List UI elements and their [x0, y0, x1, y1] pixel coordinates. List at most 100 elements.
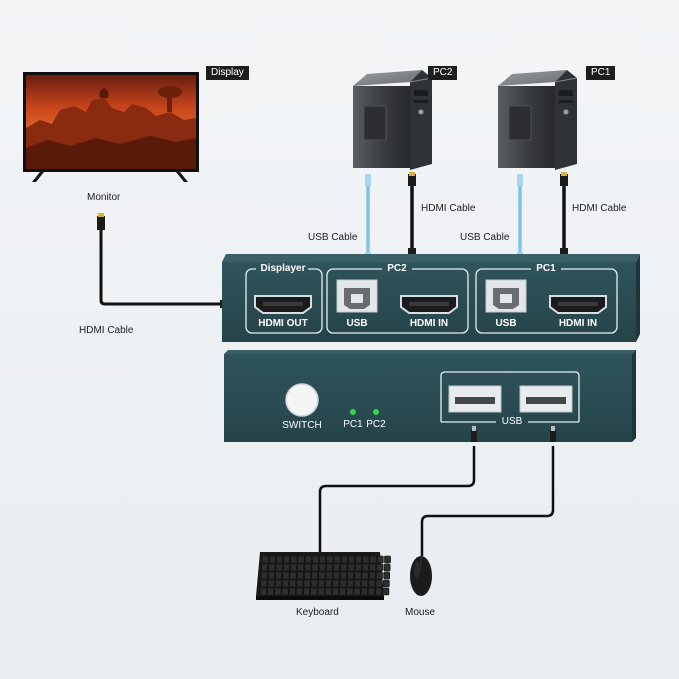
keyboard-cable: [318, 446, 476, 552]
keyboard-key: [348, 555, 355, 564]
usb-a-port-left[interactable]: [448, 385, 502, 413]
led-pc1-label: PC1: [343, 419, 363, 430]
keyboard-key: [333, 563, 341, 572]
keyboard-key: [369, 563, 377, 572]
pc1-tag: PC1: [586, 66, 616, 80]
keyboard-key: [310, 587, 318, 596]
pc1-hdmi-in-label: HDMI IN: [558, 318, 598, 329]
keyboard-key: [296, 579, 304, 588]
usb-a-port-right[interactable]: [519, 385, 573, 413]
keyboard-key: [275, 563, 283, 572]
keyboard-key: [317, 587, 325, 596]
pc2-hdmi-in-port[interactable]: [400, 295, 458, 314]
keyboard-key: [267, 579, 275, 588]
pc1-usb-b-port[interactable]: [485, 279, 527, 313]
keyboard-key: [368, 571, 376, 580]
led-pc2-label: PC2: [366, 419, 386, 430]
keyboard-key: [375, 587, 383, 596]
pc1-hdmi-in-port[interactable]: [549, 295, 607, 314]
keyboard-key: [304, 563, 312, 572]
keyboard-key: [275, 571, 283, 580]
rock-cap: [158, 86, 182, 98]
hdmi-cable-pc1-label: HDMI Cable: [572, 203, 627, 214]
usb-cable-pc1-label: USB Cable: [460, 232, 510, 243]
keyboard-key: [288, 587, 296, 596]
keyboard-key: [304, 555, 312, 564]
monitor-hdmi-cable: [99, 228, 222, 306]
switch-button[interactable]: [285, 383, 319, 417]
keyboard-key: [290, 563, 297, 572]
monitor-leg-right: [176, 172, 188, 182]
keyboard-key: [268, 571, 275, 580]
keyboard-key: [354, 563, 362, 572]
pc2-led: [373, 409, 379, 415]
pc2-group-label: PC2: [387, 263, 407, 274]
hdmi-out-port[interactable]: [254, 295, 312, 314]
keyboard-key: [346, 579, 354, 588]
keyboard-key: [369, 555, 377, 564]
kvm-back-panel: [222, 254, 640, 342]
pc2-tower-illustration: [353, 70, 433, 170]
keyboard-key: [354, 571, 362, 580]
keyboard-key: [325, 571, 333, 580]
keyboard-key: [311, 571, 319, 580]
keyboard-key: [376, 563, 384, 572]
keyboard-key: [332, 587, 339, 596]
keyboard-key: [375, 579, 383, 588]
keyboard-key: [332, 579, 340, 588]
keyboard-key: [382, 587, 390, 596]
front-usb-label: USB: [501, 416, 523, 427]
pc2-usb-b-port[interactable]: [336, 279, 378, 313]
keyboard-key: [347, 571, 355, 580]
keyboard-key: [297, 563, 305, 572]
keyboard-key: [303, 579, 311, 588]
hdmi-cable-pc2-label: HDMI Cable: [421, 203, 476, 214]
keyboard-key: [324, 587, 332, 596]
keyboard-key: [362, 563, 369, 572]
pc2-hdmi-in-label: HDMI IN: [409, 318, 449, 329]
keyboard-key: [267, 587, 275, 596]
pc1-led: [350, 409, 356, 415]
keyboard-key: [319, 555, 327, 564]
keyboard-key: [333, 555, 341, 564]
monitor-illustration: [23, 72, 199, 182]
keyboard-key: [296, 587, 303, 596]
keyboard-key: [326, 563, 333, 572]
monitor-hdmi-plug: [97, 216, 105, 230]
display-tag: Display: [206, 66, 249, 80]
hdmi-out-label: HDMI OUT: [258, 318, 308, 329]
keyboard-key: [353, 587, 361, 596]
rock-foreground: [26, 136, 196, 169]
keyboard-key: [268, 563, 276, 572]
keyboard-key: [355, 555, 363, 564]
keyboard-key: [376, 555, 384, 564]
keyboard-label: Keyboard: [296, 607, 339, 618]
pc1-hdmi-plug-bottom: [560, 248, 568, 258]
keyboard-key: [260, 571, 268, 580]
displayer-group-label: Displayer: [260, 263, 306, 274]
keyboard-key: [312, 555, 319, 564]
keyboard-key: [383, 571, 391, 580]
keyboard-key: [332, 571, 340, 580]
keyboard-key: [325, 579, 333, 588]
rock-pillar: [167, 96, 172, 112]
pc2-hdmi-plug-bottom: [408, 248, 416, 258]
keyboard-key: [283, 555, 291, 564]
keyboard-key: [311, 563, 319, 572]
keyboard-key: [260, 579, 268, 588]
keyboard-key: [282, 563, 290, 572]
mouse-illustration: [410, 556, 432, 596]
hdmi-cable-left-label: HDMI Cable: [79, 325, 134, 336]
keyboard-key: [289, 579, 297, 588]
keyboard-key: [290, 555, 298, 564]
keyboard-key: [282, 579, 289, 588]
keyboard-key: [304, 571, 311, 580]
kvm-front-panel: [224, 350, 636, 442]
keyboard-key: [274, 587, 282, 596]
pc1-usb-plug-top: [517, 174, 523, 186]
mouse-label: Mouse: [405, 607, 436, 618]
keyboard-usb-plug: [471, 430, 477, 442]
pc2-usb-label: USB: [346, 318, 368, 329]
pc2-hdmi-plug-top: [408, 174, 416, 186]
keyboard-key: [382, 579, 390, 588]
